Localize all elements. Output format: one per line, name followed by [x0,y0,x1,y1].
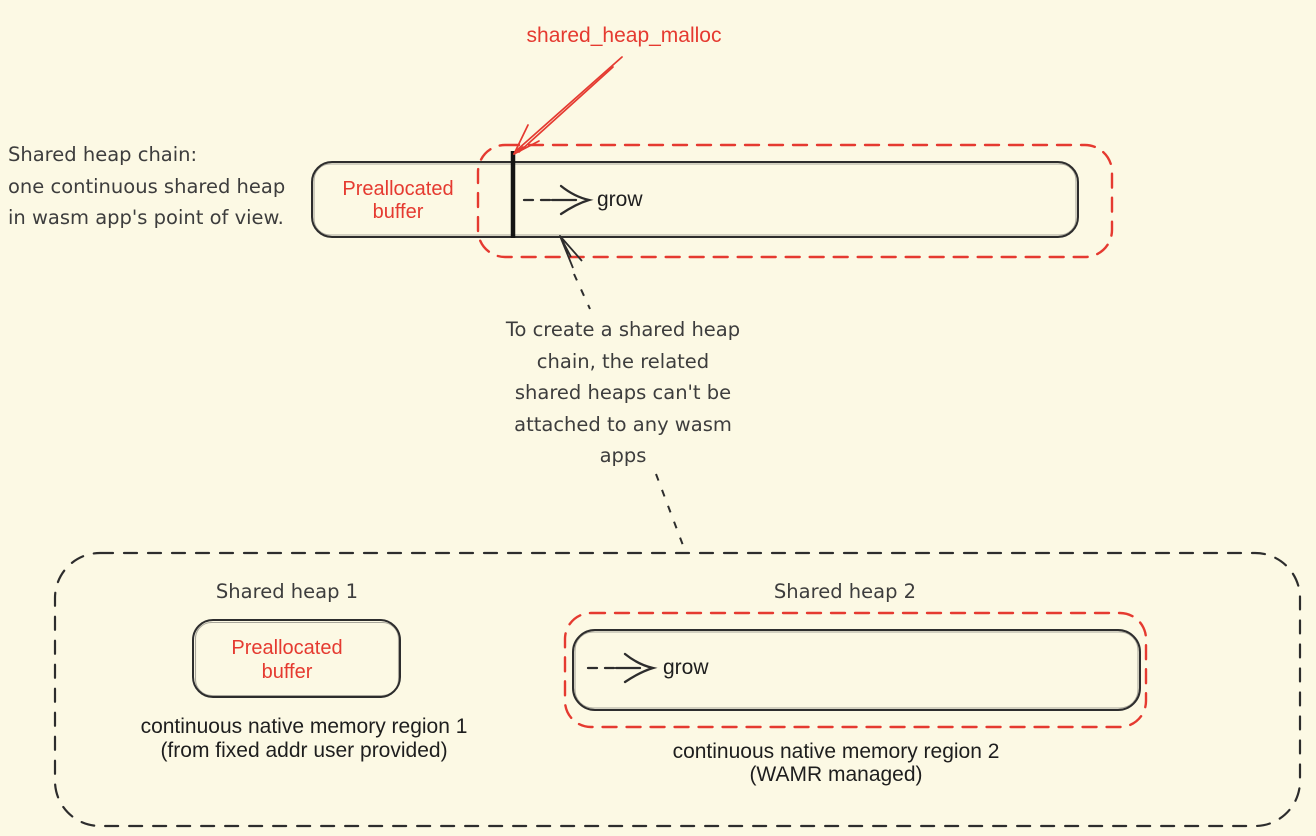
chain-growable-red-dashed-region [476,143,1114,259]
heap2-grow-arrow-icon [586,652,658,684]
chain-note-line-3: in wasm app's point of view. [8,206,284,229]
constraint-note-line-2: chain, the related [536,349,710,373]
heap2-caption: continuous native memory region 2(WAMR m… [636,740,1036,786]
heap1-box [192,619,401,698]
chain-prealloc-line-1: Preallocated [342,178,454,200]
heap1-title: Shared heap 1 [215,580,359,603]
heap1-prealloc-line-2: buffer [261,660,313,683]
constraint-note-line-5: apps [599,444,647,467]
native-memory-dashed-box [53,551,1302,828]
heap2-caption-line-2: (WAMR managed) [749,762,923,786]
constraint-note: To create a shared heap chain, the relate… [448,314,798,472]
chain-grow-label: grow [597,188,643,211]
heap1-prealloc-line-1: Preallocated [231,637,343,659]
malloc-function-label: shared_heap_malloc [526,24,722,47]
heap2-red-dashed-region [563,611,1148,729]
heap1-caption-line-1: continuous native memory region 1 [140,715,468,738]
heap2-title: Shared heap 2 [773,580,917,603]
shared-heap-chain-bar-rough-stroke [313,163,1077,236]
constraint-note-line-1: To create a shared heap [505,318,741,341]
connector-dashed-line-top [573,273,591,310]
chain-note: Shared heap chain: one continuous shared … [8,139,285,234]
grow-arrow-icon [522,184,594,216]
heap1-caption: continuous native memory region 1(from f… [124,715,484,762]
chain-note-line-2: one continuous shared heap [8,174,286,198]
cursor-arrow-icon [559,235,583,269]
heap2-box [572,629,1141,711]
constraint-note-line-4: attached to any wasm [514,412,732,436]
heap2-box-rough-stroke [574,631,1139,709]
malloc-arrow-icon [513,56,623,155]
heap1-caption-line-2: (from fixed addr user provided) [160,738,448,762]
chain-note-line-1: Shared heap chain: [8,143,198,166]
heap1-box-rough-stroke [194,621,400,697]
chain-prealloc-line-2: buffer [372,201,424,223]
constraint-note-line-3: shared heaps can't be [514,381,732,404]
shared-heap-chain-bar [311,161,1079,238]
heap2-caption-line-1: continuous native memory region 2 [672,740,1000,763]
heap2-grow-label: grow [663,656,709,679]
connector-dashed-line-bottom [655,473,685,549]
